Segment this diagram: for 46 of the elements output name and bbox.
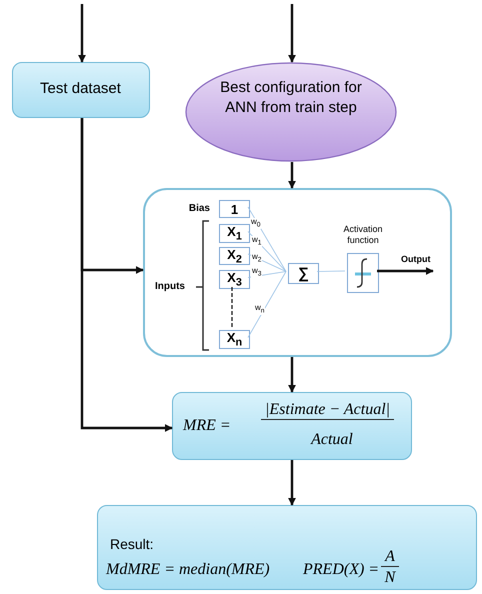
edge-label: w$_{0}$: [250, 218, 262, 230]
ellipse-label: Best configuration for ANN from train step: [219, 78, 363, 118]
input-symbol: X$_{3}$: [227, 270, 242, 289]
input-box: [219, 247, 250, 265]
formula-numerator: A: [381, 548, 399, 567]
process-box: [12, 62, 150, 118]
weight-line: [316, 270, 346, 272]
arrow: [80, 118, 173, 432]
input-box: [219, 224, 250, 243]
arrow: [288, 460, 296, 506]
inputs-label: Inputs: [155, 281, 185, 292]
box-label: Test dataset: [39, 80, 122, 97]
edge-label: w$_{3}$: [251, 267, 262, 278]
weight-line: [248, 271, 286, 278]
activation-label: Activation function: [342, 224, 384, 246]
neuron-panel: [143, 188, 452, 357]
input-box: [219, 270, 250, 289]
formula-denominator: Actual: [309, 431, 354, 449]
edge-label: w$_{2}$: [251, 253, 262, 264]
arrow: [288, 162, 296, 189]
edge-label: w$_{n}$: [254, 304, 266, 316]
arrow: [288, 357, 296, 393]
weight-line: [248, 271, 286, 338]
input-symbol: X$_{1}$: [227, 224, 242, 243]
formula-denominator: N: [384, 569, 397, 587]
input-symbol: 1: [230, 202, 238, 216]
edge-label: w$_{1}$: [251, 236, 262, 248]
input-box: [219, 330, 250, 349]
bias-label: Bias: [188, 203, 210, 214]
process-box: [97, 505, 477, 590]
edge-label: Output: [400, 255, 432, 264]
weight-line: [248, 206, 286, 272]
process-box: [172, 392, 412, 460]
result-heading: Result:: [110, 536, 154, 552]
sum-box: [288, 263, 319, 284]
formula-text: MRE =: [183, 417, 231, 435]
formula-numerator: |Estimate − Actual|: [261, 401, 394, 420]
input-symbol: X$_{n}$: [226, 330, 242, 349]
dashed-line: [231, 287, 233, 328]
arrow: [377, 267, 434, 275]
input-symbol: X$_{2}$: [227, 246, 242, 266]
arrow: [78, 4, 86, 63]
sum-symbol: ∑: [298, 265, 309, 282]
arrow: [288, 4, 296, 63]
formula-text: MdMRE = median(MRE): [106, 561, 270, 579]
formula-text: PRED(X) =: [303, 561, 380, 579]
